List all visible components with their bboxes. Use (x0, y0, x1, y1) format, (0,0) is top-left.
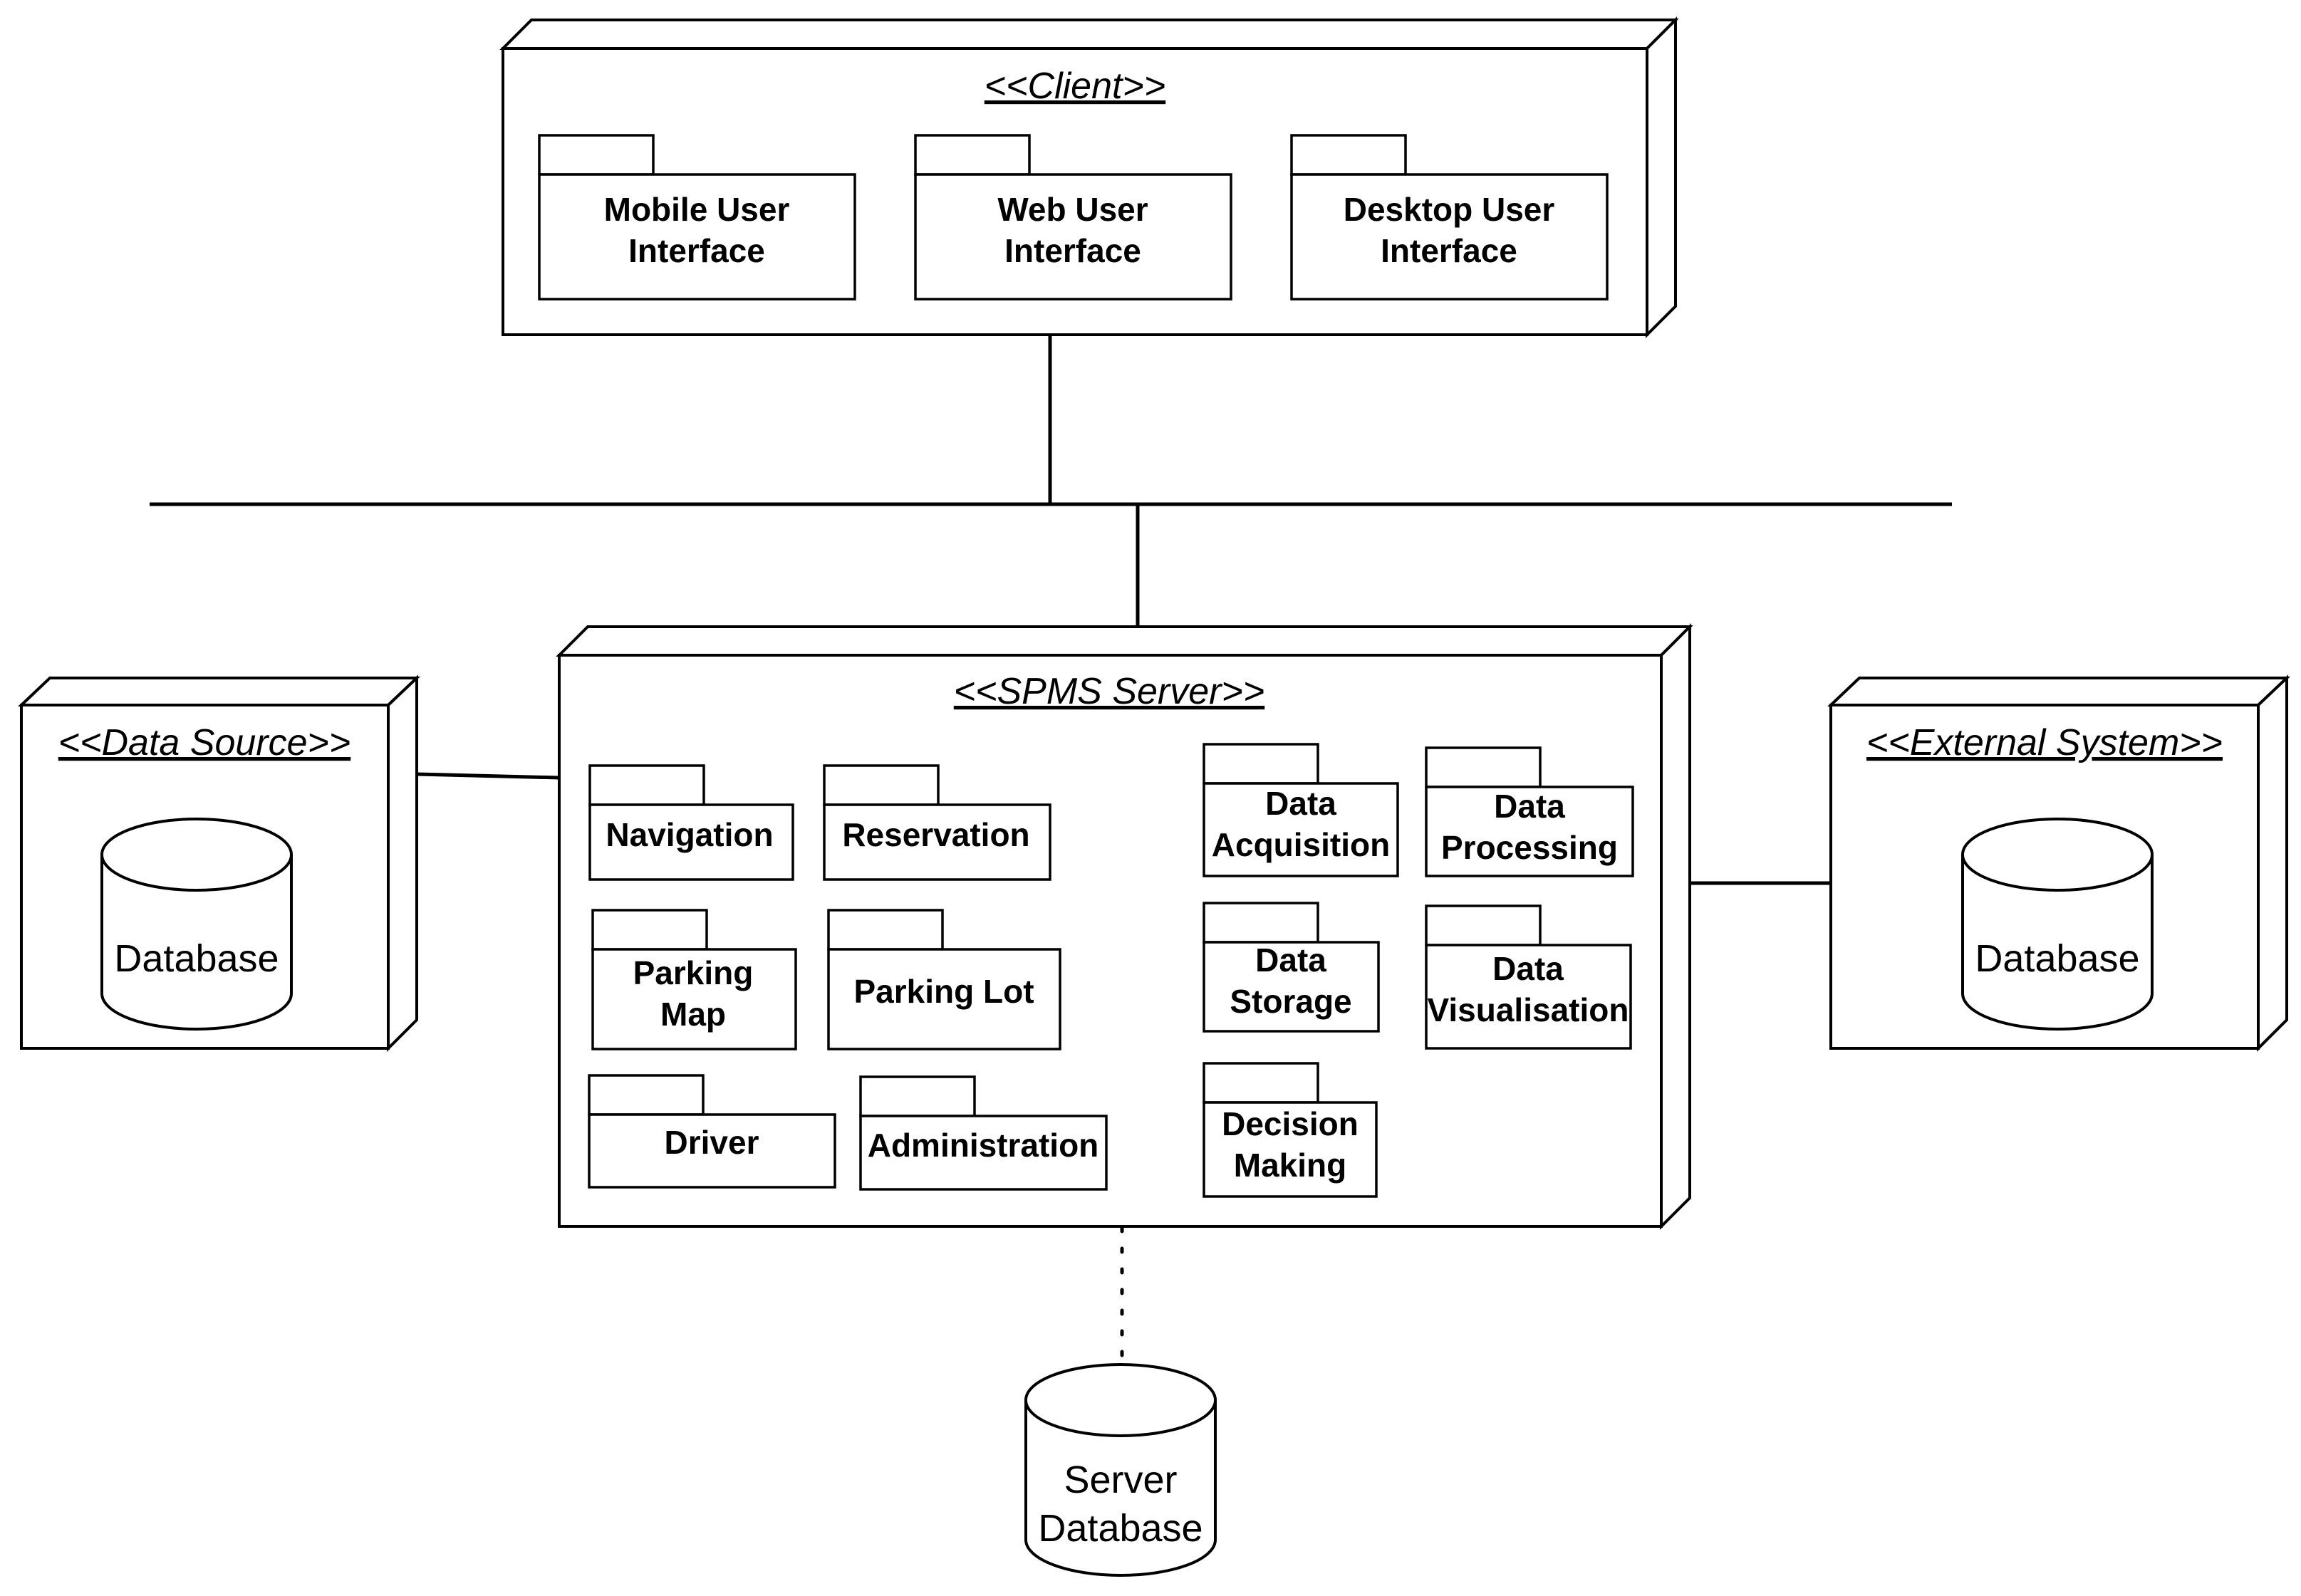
spms-server-title: <<SPMS Server>> (954, 671, 1264, 712)
server-database-label: Database (1038, 1507, 1203, 1550)
connections (150, 335, 1952, 1366)
server-database-icon: Server Database (1024, 1363, 1217, 1577)
package-reservation: Reservation (823, 764, 1051, 881)
package-decision-making: Decision Making (1203, 1062, 1378, 1198)
external-system-title: <<External System>> (1866, 722, 2223, 763)
package-data-storage: Data Storage (1203, 902, 1380, 1033)
package-desktop-ui: Desktop User Interface (1290, 134, 1609, 301)
package-label: Visualisation (1428, 991, 1629, 1028)
package-parking-lot: Parking Lot (827, 909, 1061, 1050)
external-system-node: <<External System>> Database (1827, 674, 2291, 1052)
package-label: Navigation (606, 816, 773, 853)
data-source-title: <<Data Source>> (58, 722, 351, 763)
package-label: Parking Lot (853, 973, 1034, 1010)
package-web-ui: Web User Interface (914, 134, 1232, 301)
server-database-label: Server (1064, 1459, 1177, 1501)
package-navigation: Navigation (588, 764, 794, 881)
package-data-visualisation: Data Visualisation (1425, 904, 1632, 1050)
package-label: Interface (1381, 232, 1517, 269)
package-driver: Driver (588, 1074, 836, 1189)
package-label: Processing (1441, 829, 1618, 866)
database-icon: Database (1961, 818, 2154, 1031)
package-label: Map (660, 996, 726, 1033)
package-label: Storage (1230, 983, 1351, 1020)
database-label: Database (114, 937, 279, 980)
package-mobile-ui: Mobile User Interface (538, 134, 856, 301)
client-title: <<Client>> (985, 66, 1165, 107)
package-label: Driver (665, 1124, 759, 1161)
database-label: Database (1975, 937, 2139, 980)
package-label: Administration (868, 1127, 1099, 1164)
package-label: Making (1234, 1147, 1346, 1184)
package-administration: Administration (859, 1075, 1108, 1191)
data-source-node: <<Data Source>> Database (17, 674, 421, 1052)
package-data-acquisition: Data Acquisition (1203, 743, 1399, 877)
package-label: Web User (997, 191, 1148, 228)
package-label: Decision (1222, 1105, 1359, 1142)
package-parking-map: Parking Map (591, 909, 797, 1050)
client-node: <<Client>> Mobile User Interface Web Use… (499, 16, 1679, 338)
package-label: Parking (633, 954, 754, 991)
package-label: Data (1494, 788, 1565, 825)
package-label: Interface (628, 232, 765, 269)
package-label: Interface (1004, 232, 1141, 269)
spms-server-node: <<SPMS Server>> Navigation Reservation P… (556, 623, 1693, 1230)
package-label: Data (1255, 942, 1326, 979)
package-label: Mobile User (604, 191, 790, 228)
package-label: Data (1265, 785, 1336, 822)
package-label: Desktop User (1344, 191, 1555, 228)
data-source-link (416, 772, 560, 780)
package-data-processing: Data Processing (1425, 746, 1634, 877)
package-label: Acquisition (1212, 826, 1390, 863)
package-label: Reservation (842, 816, 1029, 853)
package-label: Data (1492, 950, 1564, 987)
database-icon: Database (100, 818, 293, 1031)
